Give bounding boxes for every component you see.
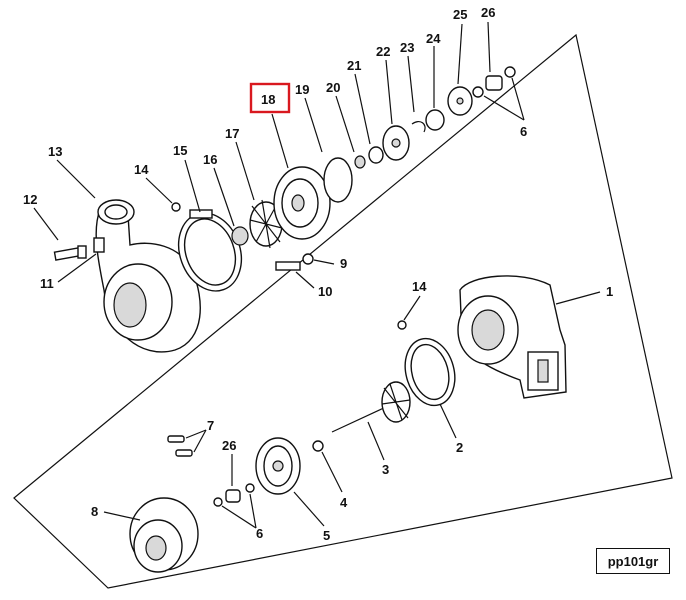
ring-6-lower-b xyxy=(245,483,255,493)
label-25: 25 xyxy=(453,7,467,22)
pin-7-b xyxy=(175,449,193,457)
nut-16 xyxy=(231,226,249,246)
compressor-housing xyxy=(95,199,201,353)
label-11: 11 xyxy=(40,276,54,291)
snap-ring-23 xyxy=(411,120,426,133)
turbine-housing xyxy=(457,275,567,399)
pin-7-a xyxy=(167,435,185,443)
label-3: 3 xyxy=(382,462,389,477)
nut-14-lower xyxy=(397,320,407,330)
compressor-wheel xyxy=(249,199,283,249)
label-21: 21 xyxy=(347,58,361,73)
clamp-2 xyxy=(404,337,456,407)
bolt-12 xyxy=(53,245,87,261)
label-22: 22 xyxy=(376,44,390,59)
label-4: 4 xyxy=(340,495,348,510)
thrust-plate-25 xyxy=(447,86,473,116)
label-10: 10 xyxy=(318,284,332,299)
bearing-26-lower xyxy=(225,489,241,503)
backplate-18 xyxy=(273,166,331,240)
bearing-26-upper xyxy=(485,75,503,91)
label-14-upper: 14 xyxy=(134,162,149,177)
seal-20 xyxy=(354,155,366,169)
label-2: 2 xyxy=(456,440,463,455)
label-6-upper: 6 xyxy=(520,124,527,139)
bearing-24 xyxy=(425,109,445,131)
label-13: 13 xyxy=(48,144,62,159)
panel-outline xyxy=(13,33,673,589)
label-20: 20 xyxy=(326,80,340,95)
label-24: 24 xyxy=(426,31,441,46)
plate-22 xyxy=(382,125,410,161)
ring-6-lower-a xyxy=(213,497,223,507)
label-15: 15 xyxy=(173,143,187,158)
label-18: 18 xyxy=(261,92,275,107)
bearing-housing-5 xyxy=(255,437,301,495)
seal-ring-4 xyxy=(312,440,324,452)
highlight-box-18 xyxy=(249,82,291,114)
label-8: 8 xyxy=(91,504,98,519)
reference-code: pp101gr xyxy=(596,548,670,574)
sleeve-21 xyxy=(368,146,384,164)
label-19: 19 xyxy=(295,82,309,97)
turbine-wheel-shaft xyxy=(331,381,411,433)
ring-6-upper-a xyxy=(472,86,484,98)
label-16: 16 xyxy=(203,152,217,167)
label-23: 23 xyxy=(400,40,414,55)
label-9: 9 xyxy=(340,256,347,271)
label-6-lower: 6 xyxy=(256,526,263,541)
ring-6-upper-b xyxy=(504,66,516,78)
label-7: 7 xyxy=(207,418,214,433)
bolt-10 xyxy=(275,253,314,271)
label-5: 5 xyxy=(323,528,330,543)
nut-14-upper xyxy=(171,202,181,212)
label-12: 12 xyxy=(23,192,37,207)
label-14-lower: 14 xyxy=(412,279,427,294)
leader-lines xyxy=(33,21,601,529)
label-17: 17 xyxy=(225,126,239,141)
label-1: 1 xyxy=(606,284,613,299)
label-26-lower: 26 xyxy=(222,438,236,453)
ring-19 xyxy=(323,157,353,203)
center-housing-8 xyxy=(129,497,199,573)
label-26-upper: 26 xyxy=(481,5,495,20)
bracket-11 xyxy=(93,237,105,253)
